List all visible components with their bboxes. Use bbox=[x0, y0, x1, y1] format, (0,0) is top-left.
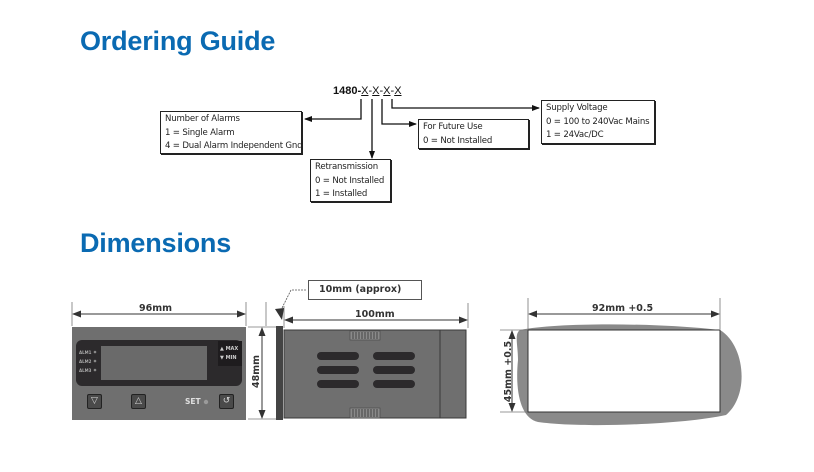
front-height-label: 48mm bbox=[251, 354, 263, 389]
part-code-separator: - bbox=[379, 85, 384, 97]
option-line: 0 = Not Installed bbox=[315, 175, 385, 186]
vent-slot bbox=[317, 352, 359, 360]
enter-icon: ↺ bbox=[222, 396, 231, 406]
option-line: 0 = 100 to 240Vac Mains bbox=[546, 116, 650, 127]
down-button[interactable]: ▽ bbox=[87, 394, 102, 409]
part-code-slot-alarms: X bbox=[361, 85, 369, 97]
option-title: Number of Alarms bbox=[165, 114, 240, 124]
part-code-base: 1480- bbox=[333, 85, 362, 97]
option-title: Retransmission bbox=[315, 162, 378, 172]
display-window bbox=[101, 346, 207, 380]
vent-slot bbox=[317, 366, 359, 374]
vent-slot bbox=[373, 366, 415, 374]
part-code-slot-supply: X bbox=[394, 85, 402, 97]
up-arrow-icon: △ bbox=[135, 396, 142, 406]
cutout-width-label: 92mm +0.5 bbox=[592, 303, 654, 314]
option-title: For Future Use bbox=[423, 122, 483, 132]
dimensions-heading: Dimensions bbox=[80, 228, 232, 258]
bezel-depth-label: 10mm (approx) bbox=[319, 284, 402, 295]
option-box-alarms: Number of Alarms 1 = Single Alarm 4 = Du… bbox=[160, 111, 303, 154]
mounting-clip-top bbox=[349, 330, 381, 341]
front-height-dimension bbox=[248, 302, 276, 420]
enter-button[interactable]: ↺ bbox=[219, 394, 234, 409]
ordering-guide-heading: Ordering Guide bbox=[80, 26, 276, 56]
option-line: 1 = Single Alarm bbox=[165, 127, 235, 138]
down-arrow-icon: ▽ bbox=[91, 396, 98, 406]
side-view bbox=[275, 289, 469, 420]
set-label: SET bbox=[185, 397, 201, 406]
option-box-retransmission: Retransmission 0 = Not Installed 1 = Ins… bbox=[310, 159, 391, 202]
connector-supply bbox=[391, 99, 540, 111]
option-title: Supply Voltage bbox=[546, 103, 608, 113]
part-code-slot-future: X bbox=[383, 85, 391, 97]
option-box-supply-voltage: Supply Voltage 0 = 100 to 240Vac Mains 1… bbox=[541, 100, 655, 144]
bezel-leader bbox=[278, 289, 306, 315]
up-button[interactable]: △ bbox=[131, 394, 146, 409]
vent-slot bbox=[317, 380, 359, 388]
part-code-separator: - bbox=[368, 85, 373, 97]
cutout-height-label: 45mm +0.5 bbox=[503, 340, 515, 403]
max-label: ▲ MAX bbox=[220, 346, 239, 352]
set-led-icon bbox=[203, 399, 209, 405]
option-line: 1 = Installed bbox=[315, 189, 368, 199]
min-label: ▼ MIN bbox=[220, 355, 237, 361]
panel-cutout bbox=[500, 298, 742, 426]
max-min-panel bbox=[218, 341, 242, 366]
side-bezel bbox=[276, 326, 283, 420]
side-body bbox=[283, 329, 467, 419]
option-box-future-use: For Future Use 0 = Not Installed bbox=[418, 119, 529, 149]
side-depth-label: 100mm bbox=[355, 309, 395, 320]
mounting-clip-bottom bbox=[349, 407, 381, 419]
indicator-alm2: ALM2 bbox=[79, 359, 92, 364]
vent-slot bbox=[373, 352, 415, 360]
connector-future bbox=[381, 99, 417, 127]
indicator-alm3: ALM3 bbox=[79, 368, 92, 373]
cutout-opening bbox=[527, 329, 721, 413]
option-line: 1 = 24Vac/DC bbox=[546, 130, 604, 140]
connector-alarms bbox=[304, 99, 362, 122]
indicator-alm1: ALM1 bbox=[79, 350, 92, 355]
front-width-label: 96mm bbox=[139, 303, 173, 314]
vent-slot bbox=[373, 380, 415, 388]
bezel-depth-callout: 10mm (approx) bbox=[308, 280, 422, 300]
option-line: 4 = Dual Alarm Independent Gnd bbox=[165, 141, 303, 151]
part-code: 1480-X-X-X-X bbox=[333, 85, 402, 97]
option-line: 0 = Not Installed bbox=[423, 135, 493, 146]
part-code-slot-retransmission: X bbox=[372, 85, 380, 97]
part-code-separator: - bbox=[390, 85, 395, 97]
